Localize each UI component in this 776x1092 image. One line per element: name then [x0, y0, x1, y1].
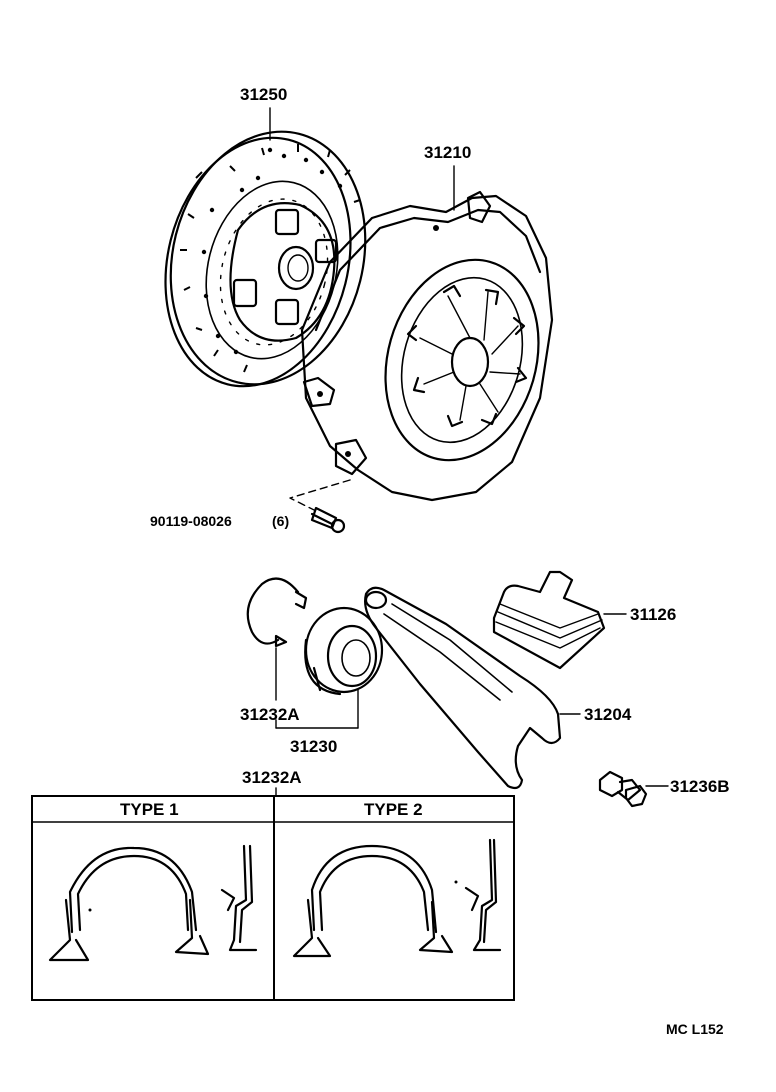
type2-heading: TYPE 2: [364, 800, 423, 819]
type1-heading: TYPE 1: [120, 800, 179, 819]
part-number-fork-boot: 31126: [630, 605, 676, 624]
type1-clip-drawing: [48, 844, 258, 962]
cover-bolt-quantity: (6): [272, 513, 289, 529]
types-panel: [31, 795, 515, 1001]
part-number-cover-bolt: 90119-08026: [150, 513, 232, 529]
part-number-release-bearing: 31230: [290, 737, 337, 756]
part-number-clutch-disc: 31250: [240, 85, 287, 104]
fork-boot-drawing: [492, 570, 627, 670]
cover-bolt-drawing: [289, 479, 351, 534]
hub-clip-drawing: [246, 577, 308, 701]
part-number-fork-support: 31236B: [670, 777, 730, 796]
clutch-cover-drawing: [300, 165, 554, 502]
release-bearing-drawing: [275, 606, 384, 729]
release-fork-drawing: [364, 586, 581, 790]
part-number-clutch-cover: 31210: [424, 143, 471, 162]
types-panel-part-number: 31232A: [242, 768, 302, 787]
diagram-code: MC L152: [666, 1021, 724, 1037]
part-number-hub-clip: 31232A: [240, 705, 300, 724]
type2-clip-drawing: [292, 838, 502, 958]
fork-support-drawing: [598, 770, 669, 808]
part-number-release-fork: 31204: [584, 705, 632, 724]
